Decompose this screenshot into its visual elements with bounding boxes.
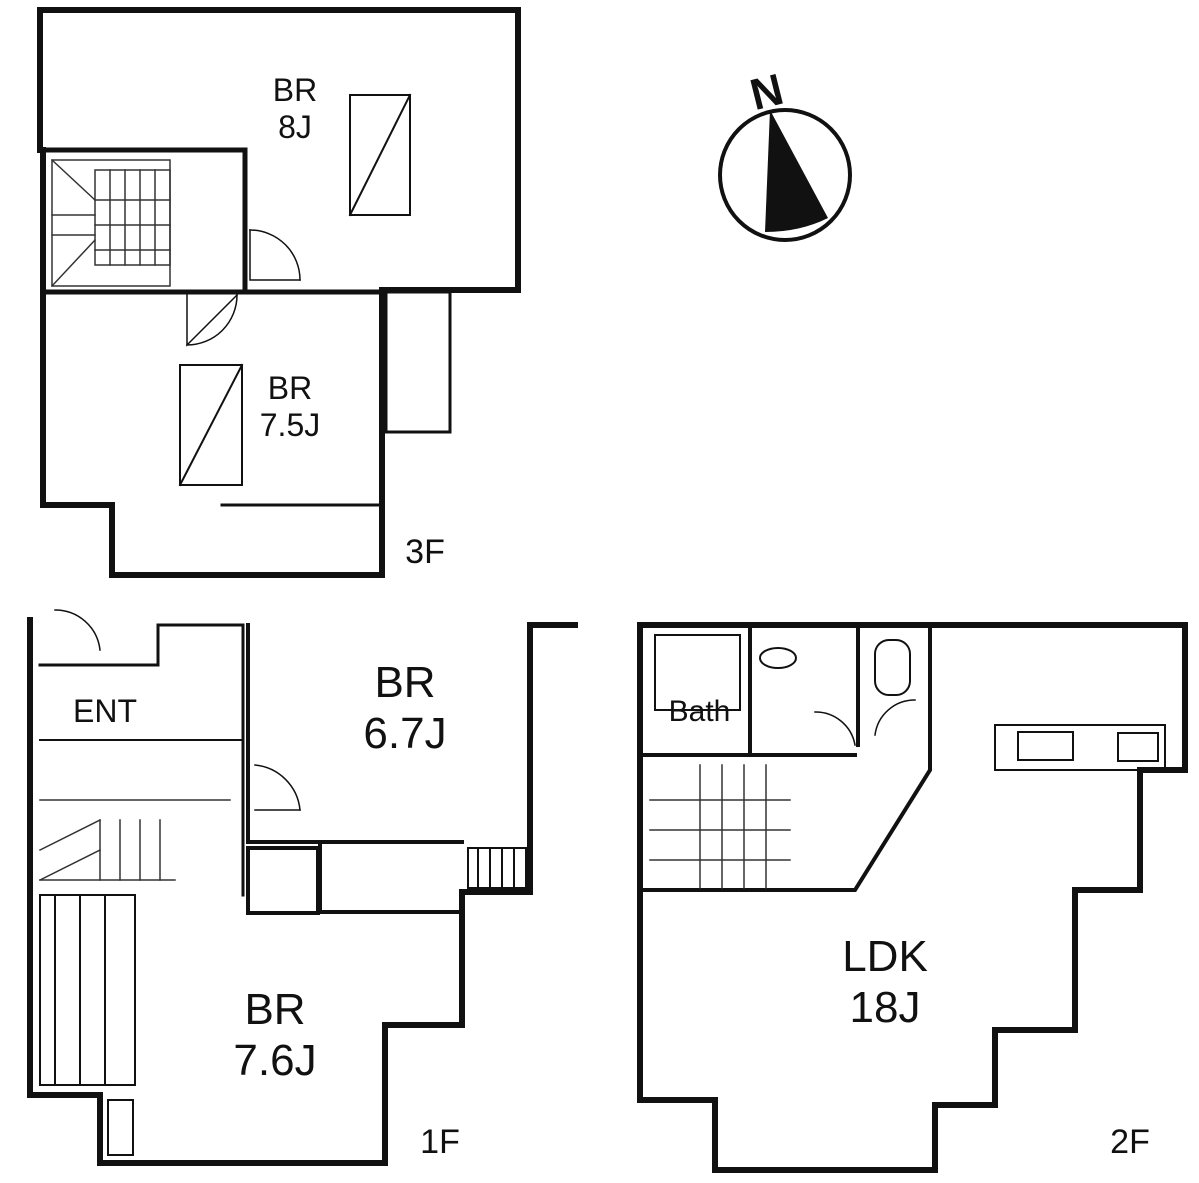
floor-3f-stairs: [50, 158, 171, 288]
floor-3f-closet-upper: [348, 93, 412, 217]
floor-label-3f: 3F: [405, 533, 445, 571]
floor-2f-sink: [759, 647, 797, 669]
floor-2f-outer-wall: [637, 622, 1188, 1173]
room-name: BR: [272, 72, 318, 108]
room-size: 8J: [278, 108, 312, 145]
floor-label-2f: 2F: [1110, 1123, 1150, 1161]
room-size: 6.7J: [363, 708, 447, 758]
floor-1f-doors: [54, 609, 301, 811]
room-size: 7.5J: [259, 406, 321, 443]
floor-1f-stairs: [38, 799, 231, 882]
floor-2f-toilet: [874, 639, 911, 696]
room-name: BR: [244, 985, 306, 1034]
floor-2f-bathtub: [654, 634, 741, 711]
room-bath: Bath: [668, 695, 731, 728]
floor-2f-kitchen-counter: [994, 724, 1166, 771]
room-size: 18J: [849, 982, 921, 1032]
room-name: BR: [267, 370, 313, 406]
floor-2f-doors: [814, 699, 916, 746]
room-name: LDK: [842, 932, 928, 981]
floor-1f-railing: [467, 847, 527, 889]
floor-1f-outer-wall: [27, 617, 578, 1166]
floor-1f-entry-walls: [38, 623, 245, 897]
floor-3f-balcony: [384, 290, 452, 434]
floor-1f-shoe-cabinet: [107, 1099, 134, 1156]
floor-2f-wet-area-walls: [643, 628, 932, 892]
room-br-8j: BR 8J: [245, 72, 345, 146]
north-arrow-icon: [718, 108, 852, 242]
floor-2f: [637, 622, 1188, 1173]
room-ent: ENT: [73, 693, 137, 729]
floor-1f-storage: [246, 846, 320, 915]
room-br-7-5j: BR 7.5J: [240, 370, 340, 444]
floor-3f: [37, 7, 521, 578]
room-ldk-18j: LDK 18J: [815, 932, 955, 1033]
floor-2f-stairs: [649, 764, 791, 889]
room-br-6-7j: BR 6.7J: [340, 658, 470, 759]
floor-3f-closet-lower: [178, 363, 244, 487]
room-br-7-6j: BR 7.6J: [210, 985, 340, 1086]
floor-1f: [27, 609, 578, 1166]
floor-label-1f: 1F: [420, 1123, 460, 1161]
room-size: 7.6J: [233, 1035, 317, 1085]
floor-3f-doors: [186, 229, 301, 347]
floor-1f-closet: [39, 894, 136, 1086]
room-name: BR: [374, 658, 436, 707]
floor-3f-stair-wall: [40, 147, 248, 293]
